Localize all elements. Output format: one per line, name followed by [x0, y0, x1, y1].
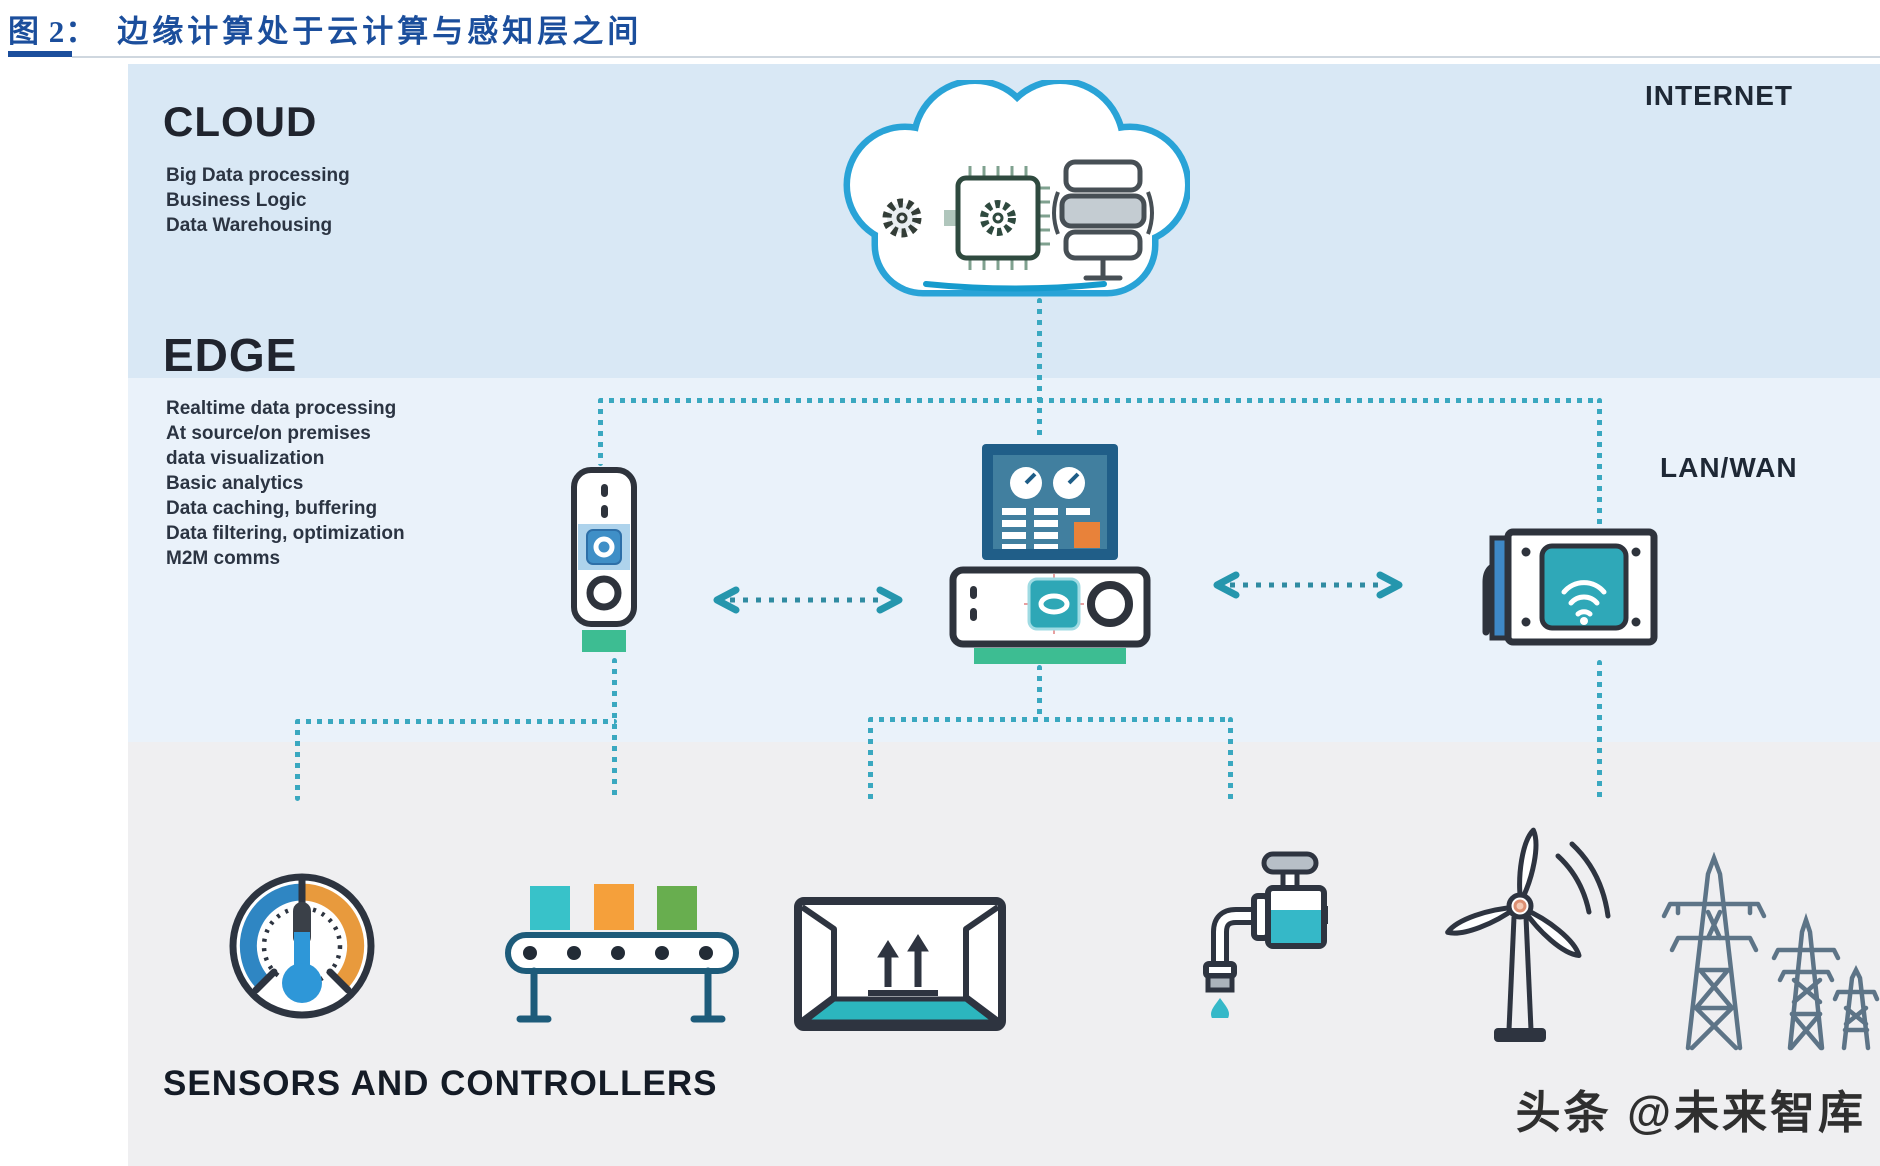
dashed-connector-left-bottom-bus [295, 719, 617, 724]
watermark: 头条 @未来智库 [1515, 1087, 1866, 1138]
up-arrows-icon [868, 934, 938, 996]
edge-bullets: Realtime data processing At source/on pr… [166, 398, 405, 569]
edge-heading: EDGE [163, 329, 298, 381]
wifi-icon [1561, 580, 1607, 617]
wifi-router-icon [1482, 528, 1658, 646]
dashed-connector-to-gauge [295, 719, 300, 801]
screen-orange-tile [1074, 522, 1100, 548]
dashed-connector-bus-to-gateway [598, 398, 603, 466]
internet-label: INTERNET [1645, 80, 1793, 111]
edge-gateway-icon [571, 467, 637, 652]
water-valve-icon [1203, 851, 1328, 1018]
dashed-connector-to-valve [1228, 717, 1233, 801]
transmission-towers-icon [1661, 852, 1880, 1051]
cloud-bullets: Big Data processing Business Logic Data … [166, 165, 350, 236]
dashed-connector-center-bottom-bus [868, 717, 1232, 722]
bidirectional-arrow-right [1213, 571, 1403, 599]
dashed-connector-top-bus [598, 398, 1602, 403]
shipping-container-icon [794, 897, 1006, 1031]
dashed-connector-to-container [868, 717, 873, 801]
server-stack-icon [1052, 159, 1154, 281]
dashed-connector-router-down [1597, 660, 1602, 802]
conveyor-belt-icon [505, 884, 739, 1023]
dashed-connector-gateway-down [612, 658, 617, 800]
chip-icon [955, 166, 1050, 270]
wind-turbine-icon [1445, 827, 1611, 1042]
dashed-connector-bus-to-router [1597, 398, 1602, 526]
cloud-icon [843, 80, 1190, 297]
caption-underline [8, 51, 72, 57]
bidirectional-arrow-left [713, 586, 903, 614]
hmi-monitor-icon [949, 444, 1151, 664]
dashed-connector-cloud-to-hub [1037, 298, 1042, 438]
gear-icon [882, 198, 922, 238]
sensors-heading: SENSORS AND CONTROLLERS [163, 1064, 718, 1103]
figure-caption: 图 2： 边缘计算处于云计算与感知层之间 [8, 6, 642, 51]
cloud-heading: CLOUD [163, 98, 318, 145]
thermometer-gauge-icon [229, 873, 375, 1019]
lanwan-label: LAN/WAN [1660, 452, 1798, 483]
figure-title-text: 边缘计算处于云计算与感知层之间 [117, 14, 643, 49]
edge-server-box-icon [949, 566, 1151, 664]
figure-number: 图 2： [8, 14, 98, 49]
motion-arcs [1555, 841, 1611, 919]
caption-rule [72, 56, 1880, 58]
dashed-connector-server-down [1037, 665, 1042, 719]
